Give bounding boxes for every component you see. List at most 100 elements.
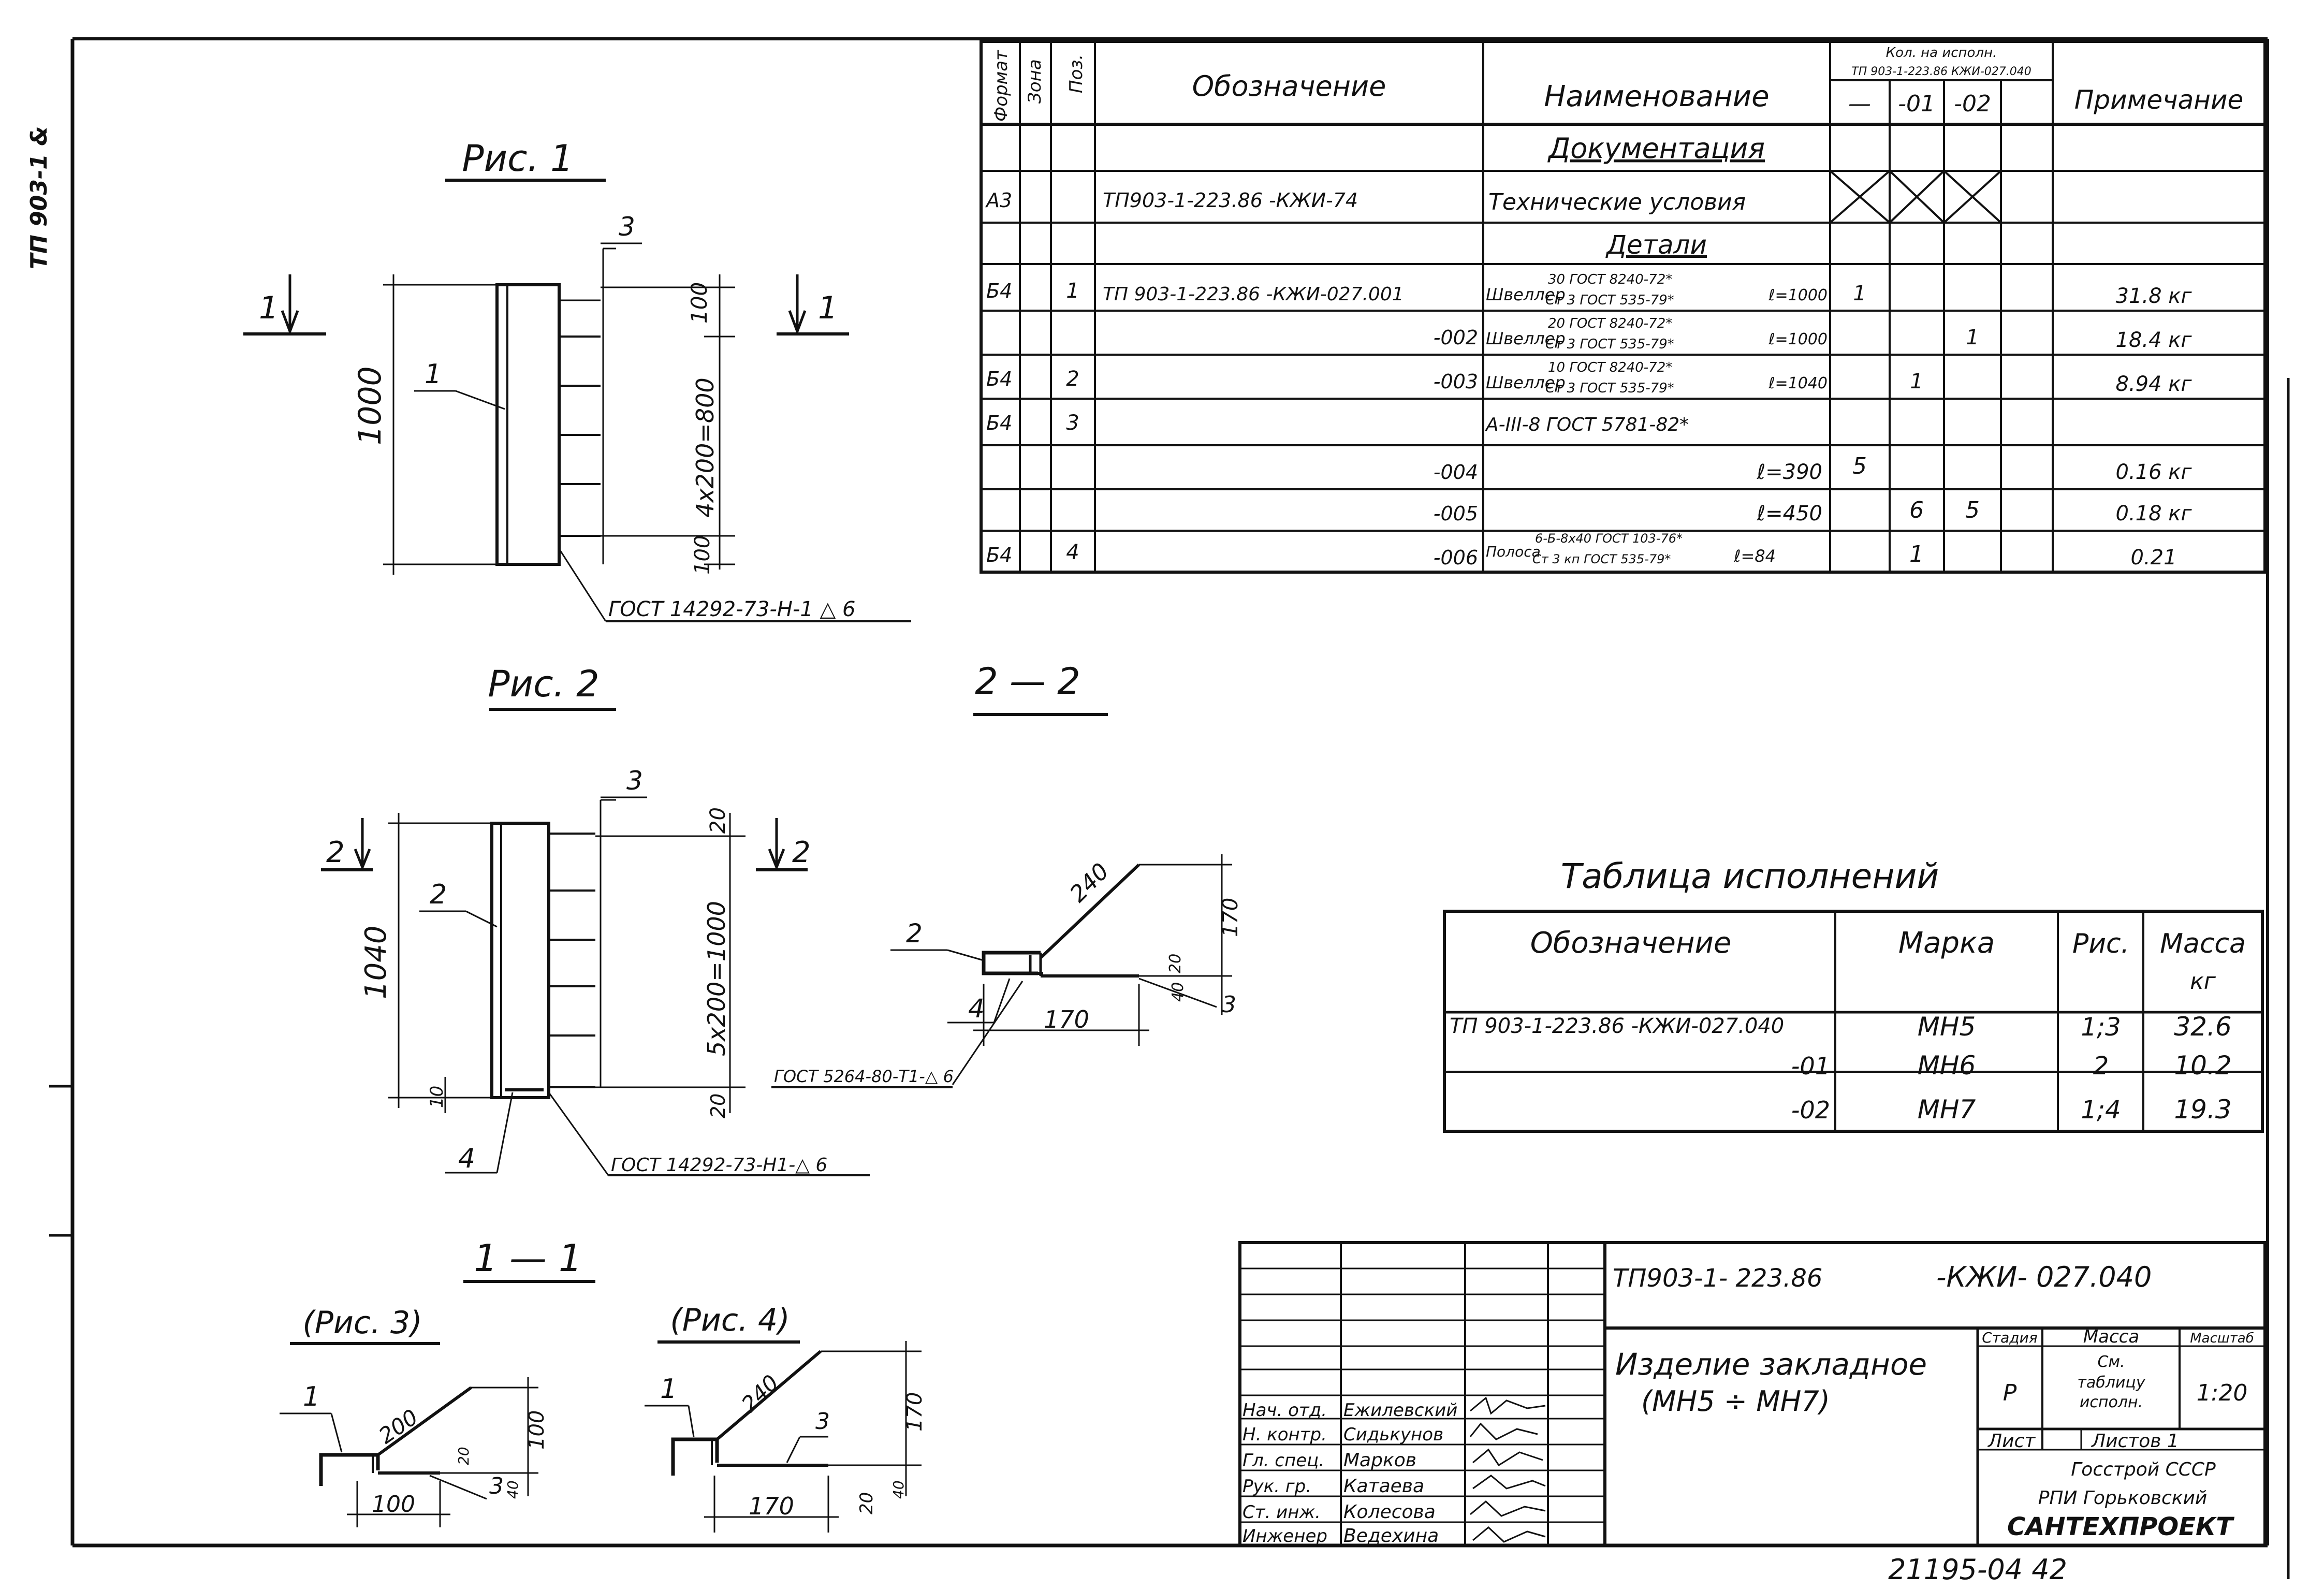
spec-row-5-q0: 5 xyxy=(1852,453,1867,479)
fig4-title: (Рис. 4) xyxy=(670,1302,790,1338)
fig1-dim-total: 1000 xyxy=(352,366,388,445)
spec-row-4-name: А-III-8 ГОСТ 5781-82* xyxy=(1485,414,1689,435)
title-block: ТП903-1- 223.86 -КЖИ- 027.040 Изделие за… xyxy=(1238,1241,2267,1547)
staff-role-1: Н. контр. xyxy=(1243,1424,1327,1445)
spec-row-7-note: 0.21 xyxy=(2130,546,2176,570)
variants-row-0-fig: 1;3 xyxy=(2081,1013,2121,1042)
title-doc-code-a: ТП903-1- 223.86 xyxy=(1613,1264,1822,1293)
fig2-dim-mid: 5x200=1000 xyxy=(703,901,730,1056)
sec22-weld: ГОСТ 5264-80-Т1-△ 6 xyxy=(774,1067,954,1086)
fig3-dim-100v: 100 xyxy=(525,1410,549,1450)
sec22-dim-40: 40 xyxy=(1169,982,1187,1002)
spec-row-2-name-top: 20 ГОСТ 8240-72* xyxy=(1548,316,1672,331)
spec-header-pos: Поз. xyxy=(1066,54,1087,93)
variants-row-1-designation: -01 xyxy=(1791,1052,1830,1080)
variants-row-0-mark: МН5 xyxy=(1918,1012,1976,1042)
staff-role-2: Гл. спец. xyxy=(1243,1450,1324,1471)
spec-row-1-pos: 1 xyxy=(1066,279,1079,303)
title-org-3: САНТЕХПРОЕКТ xyxy=(2007,1512,2234,1541)
variants-row-0-designation: ТП 903-1-223.86 -КЖИ-027.040 xyxy=(1450,1014,1784,1038)
fig1-title: Рис. 1 xyxy=(462,137,573,180)
spec-row-5-designation: -004 xyxy=(1434,461,1478,484)
fig4-dim-40: 40 xyxy=(890,1480,907,1499)
title-stage-label: Стадия xyxy=(1982,1329,2037,1346)
fig1-cut-left: 1 xyxy=(259,290,279,326)
fig2-cut-left: 2 xyxy=(326,836,345,869)
sec22-dim-170v: 170 xyxy=(1219,898,1243,937)
section-1-1: 1 — 1 (Рис. 3) 200 100 20 40 100 1 3 (Ри… xyxy=(280,1236,927,1533)
spec-row-1-q0: 1 xyxy=(1853,282,1866,305)
variants-header-designation: Обозначение xyxy=(1530,926,1732,960)
spec-header-designation: Обозначение xyxy=(1192,70,1386,103)
fig2-lead-2: 2 xyxy=(430,879,447,910)
fig1-dim-mid: 4x200=800 xyxy=(691,377,719,518)
fig3-dim-100: 100 xyxy=(372,1491,415,1518)
title-sheet-label: Лист xyxy=(1987,1431,2036,1452)
title-mass-value-2: таблицу xyxy=(2077,1374,2145,1392)
spec-row-0-name: Технические условия xyxy=(1488,189,1746,215)
spec-row-6-note: 0.18 кг xyxy=(2116,502,2193,526)
spec-row-7-name-main: Полоса xyxy=(1486,543,1541,560)
variants-header-mass-unit: кг xyxy=(2190,968,2216,995)
spec-row-1-name-bottom: Ст 3 ГОСТ 535-79* xyxy=(1545,293,1674,308)
spec-header-zone: Зона xyxy=(1025,59,1045,104)
spec-row-0-format: А3 xyxy=(985,189,1012,212)
spec-row-5-note: 0.16 кг xyxy=(2116,460,2193,484)
spec-row-1-designation: ТП 903-1-223.86 -КЖИ-027.001 xyxy=(1103,284,1404,305)
spec-header-format: Формат xyxy=(991,50,1012,122)
fig4-dim-240: 240 xyxy=(736,1370,783,1417)
title-org-1: Госстрой СССР xyxy=(2071,1459,2216,1480)
side-stamp: ТП 903-1 & xyxy=(26,126,52,269)
title-item-name-2: (МН5 ÷ МН7) xyxy=(1641,1385,1830,1418)
sec22-dim-20: 20 xyxy=(1166,954,1185,973)
variants-header-mark: Марка xyxy=(1898,926,1995,960)
title-sheets-label: Листов 1 xyxy=(2091,1431,2179,1452)
title-scale-label: Масштаб xyxy=(2190,1331,2254,1346)
fig1-cut-right: 1 xyxy=(818,290,838,326)
figure-2: Рис. 2 1040 10 20 5x200=1000 20 3 2 2 xyxy=(321,663,870,1176)
variants-row-2-mass: 19.3 xyxy=(2174,1095,2231,1125)
title-org-2: РПИ Горьковский xyxy=(2038,1487,2208,1509)
staff-name-3: Катаева xyxy=(1343,1476,1424,1497)
sec22-lead-3: 3 xyxy=(1222,991,1236,1018)
spec-header-col-01: -01 xyxy=(1898,91,1935,117)
spec-row-3-pos: 2 xyxy=(1066,367,1079,391)
spec-row-3-note: 8.94 кг xyxy=(2116,372,2193,396)
spec-row-4-format: Б4 xyxy=(986,412,1012,434)
fig2-cut-right: 2 xyxy=(792,836,811,869)
spec-header-name: Наименование xyxy=(1544,80,1769,113)
spec-row-3-length: ℓ=1040 xyxy=(1768,374,1828,392)
spec-row-3-name-top: 10 ГОСТ 8240-72* xyxy=(1548,360,1672,375)
spec-row-7-name-bottom: Ст 3 кп ГОСТ 535-79* xyxy=(1532,552,1671,566)
spec-row-7-name-top: 6-Б-8x40 ГОСТ 103-76* xyxy=(1535,531,1683,546)
spec-header-qty-2: ТП 903-1-223.86 КЖИ-027.040 xyxy=(1851,65,2031,78)
spec-row-5-length: ℓ=390 xyxy=(1757,460,1822,484)
staff-name-1: Сидькунов xyxy=(1343,1424,1443,1445)
fig1-weld: ГОСТ 14292-73-Н-1 △ 6 xyxy=(608,597,855,621)
fig2-dim-left: 10 xyxy=(427,1086,447,1108)
spec-row-7-q1: 1 xyxy=(1909,541,1924,567)
spec-row-2-note: 18.4 кг xyxy=(2116,328,2193,352)
variants-row-1-mass: 10.2 xyxy=(2174,1051,2231,1081)
variants-row-1-mark: МН6 xyxy=(1918,1051,1976,1081)
spec-row-3-format: Б4 xyxy=(986,368,1012,390)
sec11-title: 1 — 1 xyxy=(474,1236,582,1280)
spec-row-6-q2: 5 xyxy=(1965,497,1980,523)
spec-row-2-designation: -002 xyxy=(1434,326,1478,349)
section-2-2: 2 — 2 240 170 20 40 170 2 4 3 ГОСТ 5264 xyxy=(771,660,1243,1088)
title-stage-value: Р xyxy=(2003,1380,2017,1406)
fig1-dim-bottom: 100 xyxy=(691,535,714,575)
spec-row-2-q2: 1 xyxy=(1966,326,1979,349)
staff-name-2: Марков xyxy=(1343,1450,1416,1471)
title-doc-code-b: -КЖИ- 027.040 xyxy=(1936,1261,2152,1293)
sec22-dim-240: 240 xyxy=(1065,858,1114,907)
staff-role-4: Ст. инж. xyxy=(1243,1502,1321,1523)
fig3-dim-40: 40 xyxy=(504,1480,521,1499)
fig2-dim-bottom: 20 xyxy=(707,1093,729,1118)
sec22-lead-4: 4 xyxy=(968,994,985,1024)
fig1-lead-3: 3 xyxy=(619,212,635,242)
spec-row-1-note: 31.8 кг xyxy=(2116,284,2193,308)
staff-name-4: Колесова xyxy=(1343,1501,1436,1523)
staff-role-5: Инженер xyxy=(1243,1526,1327,1547)
